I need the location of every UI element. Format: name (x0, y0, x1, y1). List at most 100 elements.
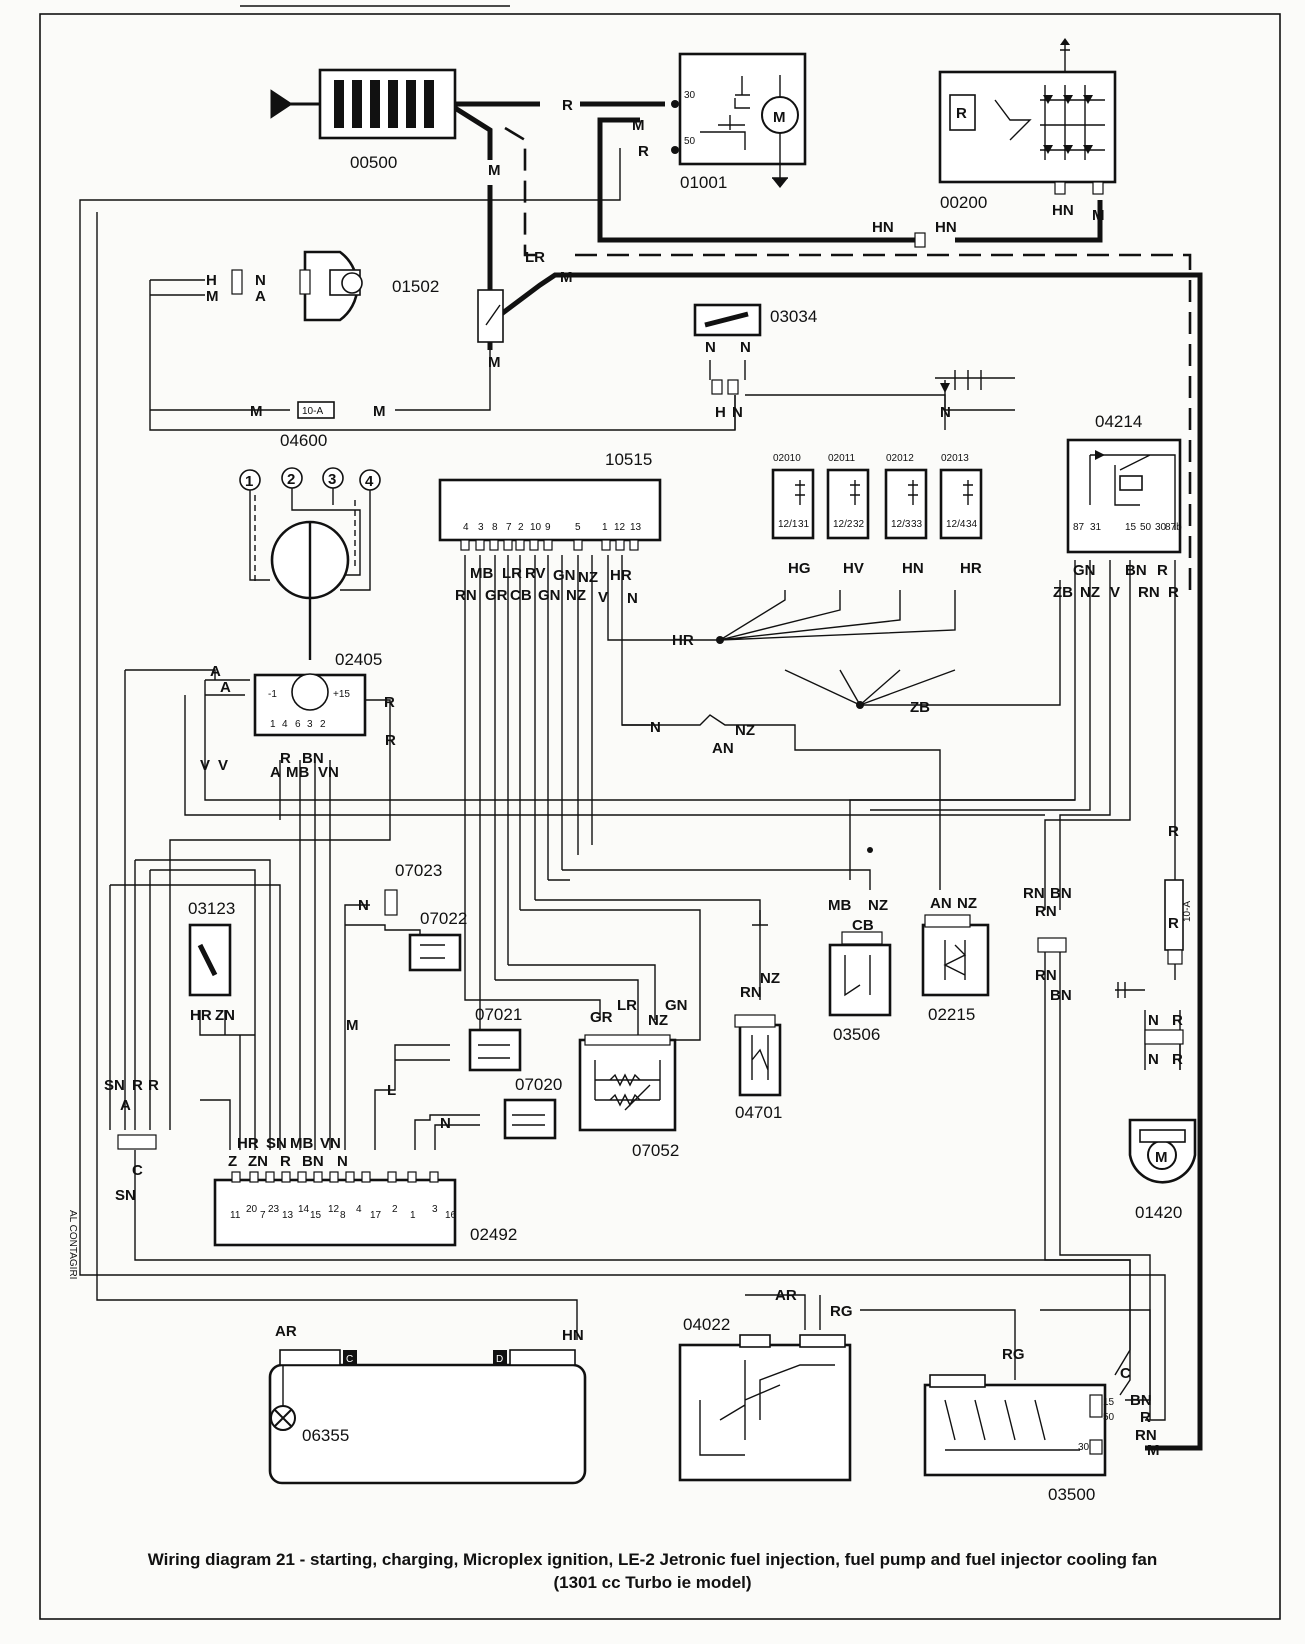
svg-text:12/1: 12/1 (778, 519, 798, 530)
svg-text:03500: 03500 (1048, 1485, 1095, 1504)
svg-text:87b: 87b (1165, 522, 1182, 533)
svg-text:NZ: NZ (648, 1012, 668, 1029)
svg-text:RN: RN (1138, 584, 1160, 601)
fuse-r: 10-A (1164, 879, 1193, 965)
svg-text:R: R (1172, 1012, 1183, 1029)
svg-text:M: M (373, 403, 386, 420)
svg-text:H: H (715, 404, 726, 421)
sensor-07022: 07022 (408, 909, 467, 972)
distributor-code: 04600 (280, 431, 327, 450)
svg-text:1: 1 (270, 719, 276, 730)
svg-text:1: 1 (245, 473, 253, 490)
svg-text:7: 7 (506, 522, 512, 533)
svg-text:2: 2 (320, 719, 326, 730)
svg-text:HV: HV (843, 560, 864, 577)
svg-text:RN: RN (1035, 903, 1057, 920)
svg-text:GR: GR (590, 1009, 613, 1026)
ignition-coil-04600: 1 2 3 4 04600 (239, 431, 381, 660)
svg-text:-1: -1 (268, 689, 277, 700)
svg-text:4: 4 (356, 1204, 362, 1215)
svg-text:02013: 02013 (941, 453, 969, 464)
svg-text:R: R (385, 732, 396, 749)
fan-motor-code: 01502 (392, 277, 439, 296)
svg-text:A: A (220, 679, 231, 696)
svg-text:GR: GR (485, 587, 508, 604)
svg-text:LR: LR (617, 997, 637, 1014)
svg-text:A: A (210, 663, 221, 680)
svg-text:SN: SN (266, 1135, 287, 1152)
svg-text:N: N (627, 590, 638, 607)
svg-text:R: R (1157, 562, 1168, 579)
fuel-pump-01420: M 01420 (1128, 1118, 1197, 1222)
svg-text:NZ: NZ (578, 569, 598, 586)
svg-text:+15: +15 (333, 689, 350, 700)
inertia-switch-code: 03034 (770, 307, 817, 326)
svg-text:NZ: NZ (868, 897, 888, 914)
svg-text:SN: SN (104, 1077, 125, 1094)
svg-text:50: 50 (1103, 1412, 1115, 1423)
svg-text:AL CONTAGIRI: AL CONTAGIRI (67, 1210, 78, 1279)
svg-text:N: N (650, 719, 661, 736)
svg-text:M: M (560, 269, 573, 286)
svg-text:A: A (270, 764, 281, 781)
svg-text:M: M (1092, 207, 1105, 224)
svg-text:SN: SN (115, 1187, 136, 1204)
svg-text:GN: GN (538, 587, 561, 604)
svg-text:50: 50 (684, 136, 696, 147)
airflow-meter-07052: 07052 (578, 1038, 679, 1160)
svg-text:M: M (250, 403, 263, 420)
svg-text:MB: MB (286, 764, 309, 781)
connector-blocks (117, 232, 1184, 1150)
ignition-module-code: 02405 (335, 650, 382, 669)
svg-text:MB: MB (828, 897, 851, 914)
svg-text:30: 30 (1078, 1442, 1090, 1453)
svg-text:HN: HN (872, 219, 894, 236)
svg-text:V: V (598, 589, 608, 606)
svg-text:C: C (132, 1162, 143, 1179)
svg-text:HR: HR (237, 1135, 259, 1152)
starter-code: 01001 (680, 173, 727, 192)
svg-text:HN: HN (1052, 202, 1074, 219)
temp-sensor-04701: 04701 (735, 910, 782, 1122)
svg-text:BN: BN (1130, 1392, 1152, 1409)
svg-text:12/4: 12/4 (946, 519, 966, 530)
svg-text:V: V (200, 757, 210, 774)
svg-text:BN: BN (1050, 987, 1072, 1004)
svg-text:M: M (632, 117, 645, 134)
svg-text:8: 8 (340, 1210, 346, 1221)
ground-symbol-1 (935, 370, 1015, 393)
svg-text:BN: BN (1050, 885, 1072, 902)
svg-text:R: R (280, 750, 291, 767)
svg-text:10: 10 (530, 522, 542, 533)
svg-text:02011: 02011 (828, 453, 856, 464)
svg-text:HR: HR (672, 632, 694, 649)
injector-02010: 12/1 31 02010 (771, 453, 815, 540)
svg-text:V: V (1110, 584, 1120, 601)
svg-text:R: R (280, 1153, 291, 1170)
svg-text:R: R (1168, 823, 1179, 840)
svg-text:M: M (206, 288, 219, 305)
svg-text:AR: AR (775, 1287, 797, 1304)
svg-text:MB: MB (290, 1135, 313, 1152)
svg-text:N: N (337, 1153, 348, 1170)
thin-wires (79, 148, 1181, 1421)
svg-text:2: 2 (518, 522, 524, 533)
svg-text:ZB: ZB (1053, 584, 1073, 601)
svg-text:R: R (1140, 1409, 1151, 1426)
fuse-m: 10-A (297, 401, 335, 419)
svg-text:13: 13 (630, 522, 642, 533)
svg-text:R: R (148, 1077, 159, 1094)
svg-text:13: 13 (282, 1210, 294, 1221)
svg-text:ZN: ZN (248, 1153, 268, 1170)
svg-text:31: 31 (1090, 522, 1102, 533)
svg-text:HR: HR (190, 1007, 212, 1024)
svg-text:L: L (387, 1082, 396, 1099)
inertia-switch-03034: 03034 (693, 303, 817, 395)
svg-text:02012: 02012 (886, 453, 914, 464)
svg-text:87: 87 (1073, 522, 1085, 533)
svg-text:34: 34 (966, 519, 978, 530)
alternator-00200: R 00200 (938, 38, 1117, 212)
svg-text:6: 6 (295, 719, 301, 730)
svg-text:R: R (562, 97, 573, 114)
svg-text:5: 5 (575, 522, 581, 533)
